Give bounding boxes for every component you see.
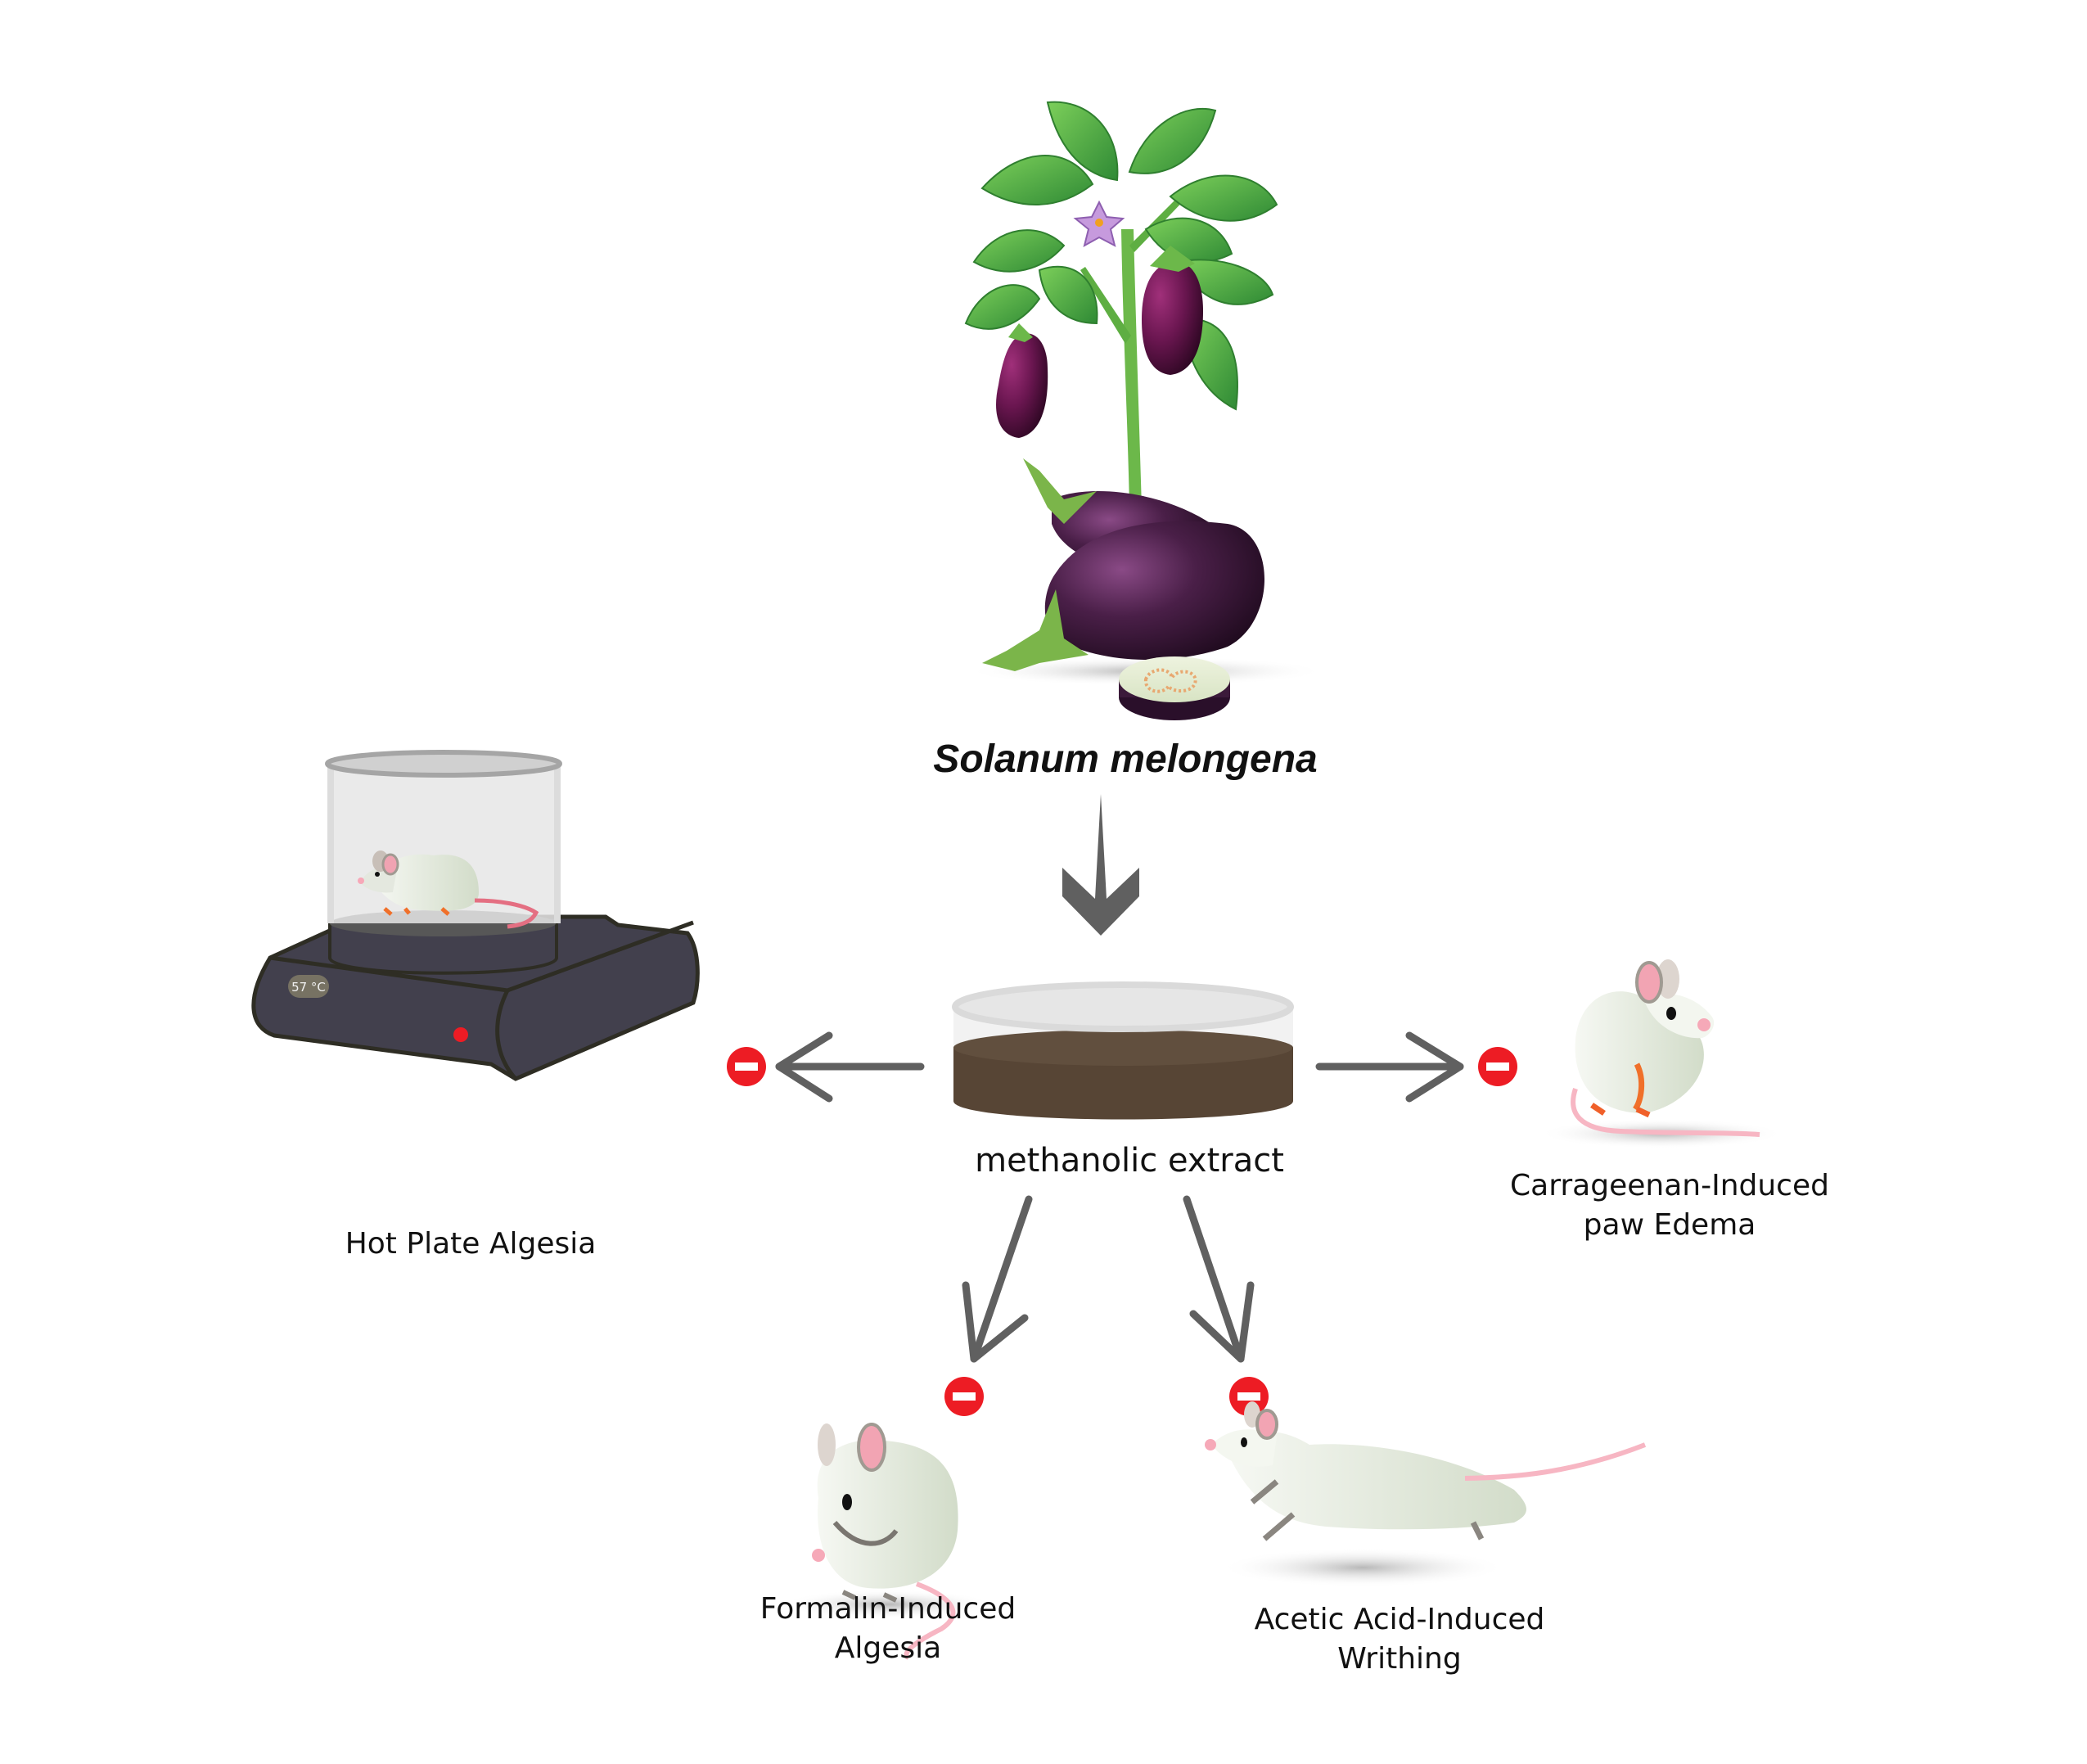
assay-label-line: Formalin-Induced <box>760 1592 1016 1626</box>
assay-label-line: Hot Plate Algesia <box>345 1227 597 1261</box>
stretching-mouse-icon <box>1205 1401 1647 1587</box>
minus-circle-icon <box>727 1047 766 1086</box>
assay-label-line: Acetic Acid-Induced <box>1254 1603 1545 1636</box>
temperature-display: 57 °C <box>291 980 326 995</box>
assay-label-formalin: Formalin-Induced Algesia <box>704 1590 1072 1668</box>
eggplant-plant-icon <box>964 101 1326 720</box>
species-name: Solanum melongena <box>933 738 1318 781</box>
hot-plate-mouse-icon: 57 °C <box>251 750 700 1081</box>
extract-label: methanolic extract <box>975 1142 1284 1180</box>
assay-label-carrageenan: Carrageenan-Induced paw Edema <box>1465 1166 1874 1245</box>
eggplant-flower-icon <box>1073 200 1125 247</box>
minus-circle-icon <box>944 1377 984 1416</box>
eggplant-slice-icon <box>1119 656 1230 720</box>
minus-circle-icon <box>1229 1377 1269 1416</box>
arrow-to-carrageenan <box>1315 1031 1464 1103</box>
power-indicator-light <box>453 1027 468 1042</box>
arrow-to-hot-plate <box>775 1031 925 1103</box>
sitting-mouse-icon <box>1539 959 1784 1148</box>
assay-label-line: Algesia <box>834 1631 942 1665</box>
assay-label-acetic-acid: Acetic Acid-Induced Writhing <box>1195 1600 1604 1679</box>
assay-label-hot-plate: Hot Plate Algesia <box>307 1225 634 1264</box>
arrow-to-formalin <box>962 1195 1033 1363</box>
crouching-mouse-icon <box>782 1423 994 1660</box>
assay-label-line: Writhing <box>1337 1642 1462 1676</box>
mouse-icon <box>358 850 539 929</box>
minus-circle-icon <box>1478 1047 1517 1086</box>
assay-label-line: Carrageenan-Induced <box>1510 1169 1829 1202</box>
assay-label-line: paw Edema <box>1583 1208 1756 1242</box>
petri-dish-icon <box>952 981 1294 1120</box>
arrow-to-acetic-acid <box>1183 1195 1255 1363</box>
down-arrow-icon <box>1062 794 1139 936</box>
